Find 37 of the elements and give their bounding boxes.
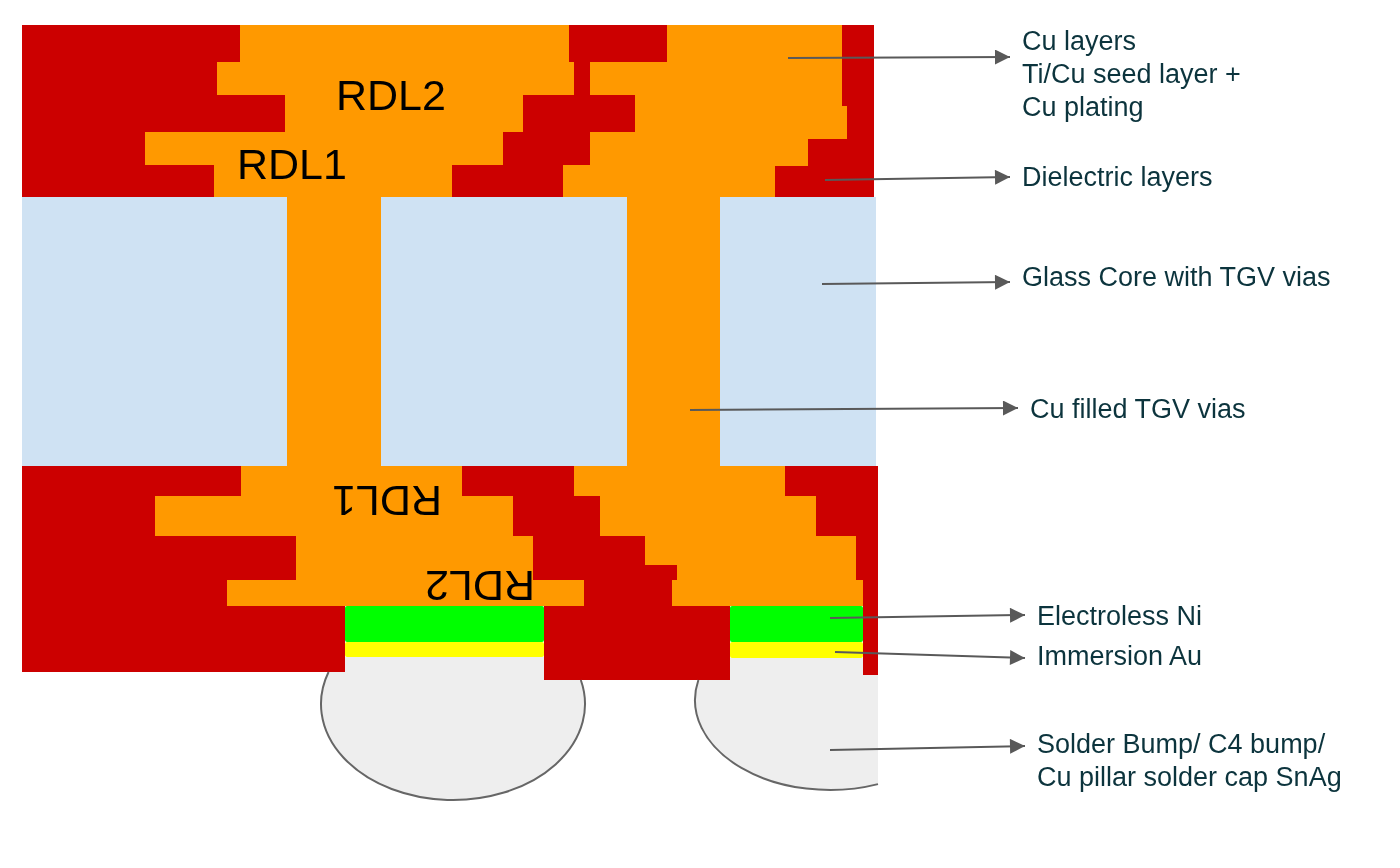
immersion-finish-layer [345,642,544,657]
callout-label: Cu layers [1022,25,1138,58]
callout-note: Ti/Cu seed layer + Cu plating [1022,58,1242,124]
leader-arrow [824,169,1011,185]
layer-label: RDL2 [425,564,535,607]
nickel-layer [345,606,544,642]
copper-redistribution-layer [574,466,863,606]
leader-arrow [834,650,1026,665]
dielectric-layer [785,466,878,675]
nickel-layer [730,606,863,642]
copper-redistribution-layer [563,25,847,197]
leader-arrow [787,49,1011,65]
copper-via [287,197,381,466]
leader-arrow [829,738,1026,754]
solder-bump [694,658,879,791]
leader-arrow [829,607,1026,623]
callout-label: Immersion Au [1037,640,1203,673]
dielectric-layer [775,25,874,197]
layer-label: RDL1 [237,143,347,186]
callout-label: Dielectric layers [1022,161,1213,194]
callout-label: Glass Core with TGV vias [1022,261,1331,294]
leader-arrow [689,400,1019,416]
glass-core [381,197,627,466]
callout-label: Cu filled TGV vias [1030,393,1246,426]
glass-core [22,197,287,466]
copper-redistribution-layer [145,25,574,197]
immersion-finish-layer [730,642,863,658]
callout-label: Solder Bump/ C4 bump/ Cu pillar solder cap SnAg [1037,728,1355,794]
dielectric-layer [452,25,667,197]
copper-redistribution-layer [155,466,584,606]
leader-arrow [821,274,1011,290]
glass-core [720,197,876,466]
callout-label: Electroless Ni [1037,600,1203,633]
layer-label: RDL1 [332,479,442,522]
layer-label: RDL2 [336,74,446,117]
copper-via [627,197,720,466]
solder-bump [320,657,586,801]
